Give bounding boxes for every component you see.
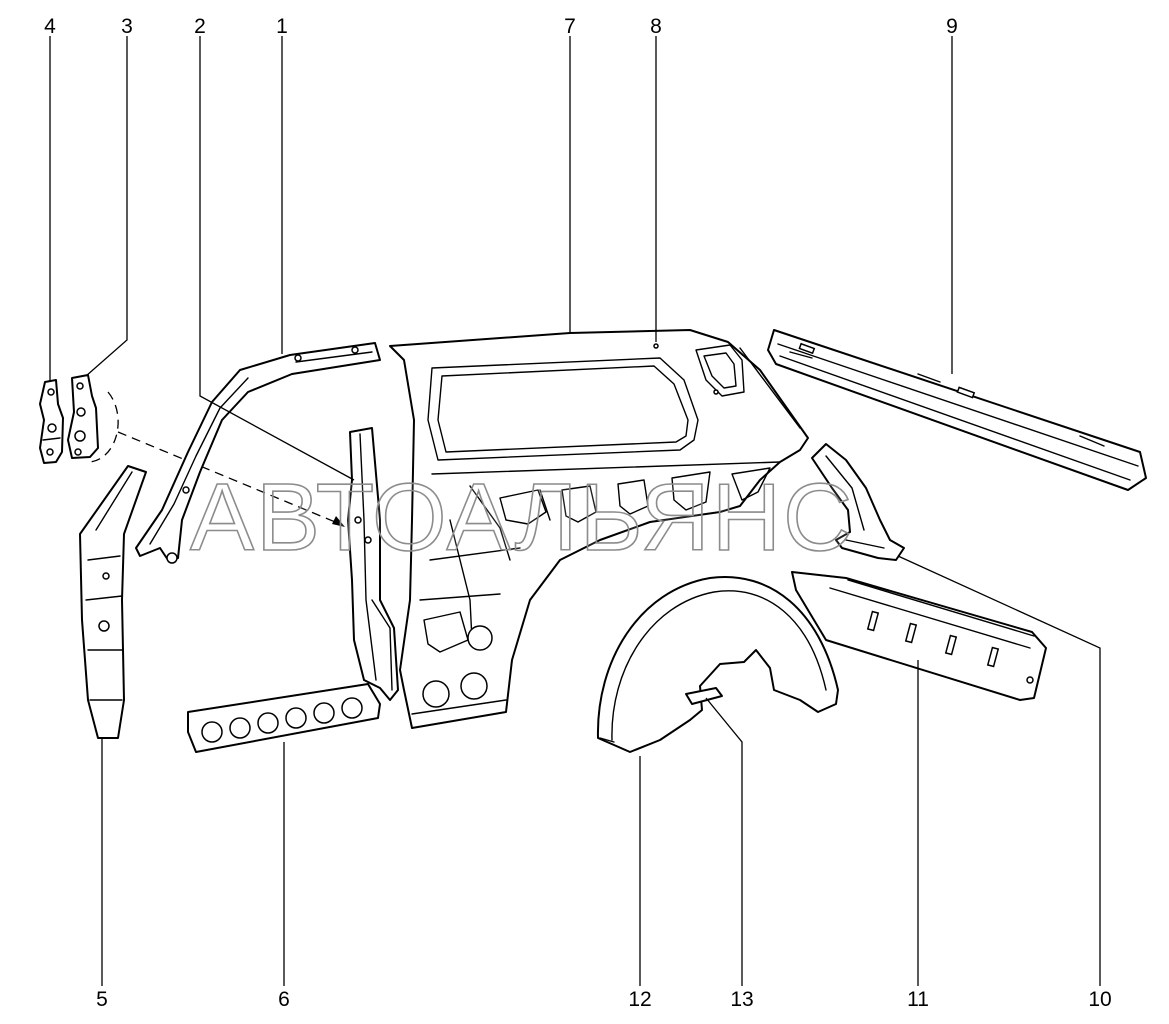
callout-12: 12 xyxy=(628,988,651,1011)
part-11-floor-panel xyxy=(791,571,1047,701)
part-4-bracket xyxy=(39,379,64,464)
leader-lines xyxy=(49,36,1101,986)
dashed-assembly-line xyxy=(117,431,341,525)
callout-9: 9 xyxy=(946,15,958,38)
watermark-text: АВТОАЛЬЯНС xyxy=(190,464,854,571)
part-2-b-pillar xyxy=(347,427,399,701)
callout-1: 1 xyxy=(276,15,288,38)
callout-5: 5 xyxy=(96,988,108,1011)
part-13-tab xyxy=(685,687,723,705)
part-12-wheel-housing xyxy=(596,576,839,753)
detail-circle-dashed xyxy=(87,391,119,463)
part-3-bracket xyxy=(67,374,99,459)
callout-3: 3 xyxy=(121,15,133,38)
part-1-roof-rail xyxy=(135,342,381,564)
part-10-rear-bracket xyxy=(811,443,905,561)
arrow-head xyxy=(332,516,345,527)
callout-2: 2 xyxy=(194,15,206,38)
part-9-roof-rail xyxy=(767,329,1147,491)
callout-4: 4 xyxy=(44,15,56,38)
callout-11: 11 xyxy=(907,988,929,1011)
callout-6: 6 xyxy=(278,988,290,1011)
callout-8: 8 xyxy=(650,15,662,38)
callout-7: 7 xyxy=(564,15,576,38)
callout-numbers: 4 3 2 1 7 8 9 5 6 12 13 11 10 xyxy=(44,15,1112,1011)
part-7-quarter-panel xyxy=(389,329,809,729)
callout-10: 10 xyxy=(1088,988,1111,1011)
part-5-pillar-panel xyxy=(79,465,147,739)
part-6-sill-panel xyxy=(187,683,381,753)
callout-13: 13 xyxy=(730,988,753,1011)
